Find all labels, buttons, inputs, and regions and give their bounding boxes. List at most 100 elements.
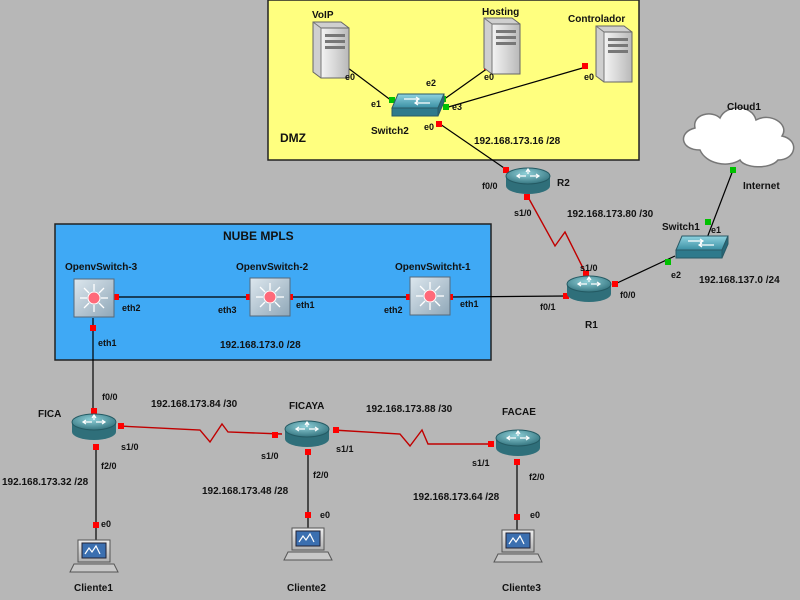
mpls-zone-label: NUBE MPLS — [223, 229, 294, 243]
node-label: FICA — [38, 409, 61, 420]
port-cliente1-e0 — [93, 522, 99, 528]
openvswitch-icon — [409, 276, 451, 316]
node-ovs1[interactable]: OpenvSwitcht-1 — [395, 262, 471, 316]
node-ovs3[interactable]: OpenvSwitch-3 — [65, 262, 138, 318]
port-label: s1/0 — [121, 442, 139, 452]
node-switch2[interactable]: Switch2 — [371, 93, 445, 137]
node-label: Switch1 — [662, 222, 700, 233]
node-label: FACAE — [502, 407, 536, 418]
port-label: e0 — [101, 519, 111, 529]
port-label: e2 — [426, 78, 436, 88]
node-r2[interactable]: R2 — [505, 167, 570, 194]
port-label: e0 — [530, 510, 540, 520]
node-label: VoIP — [312, 10, 334, 21]
port-label: f0/1 — [540, 302, 556, 312]
port-r2-f00 — [503, 167, 509, 173]
port-ficaya-s10 — [272, 432, 278, 438]
link-hosting-switch2 — [442, 67, 489, 101]
subnet-label: 192.168.173.80 /30 — [567, 209, 654, 220]
node-label: Controlador — [568, 14, 625, 25]
openvswitch-icon — [73, 278, 115, 318]
port-label: eth1 — [460, 299, 479, 309]
node-label: R2 — [557, 178, 570, 189]
port-label: eth1 — [98, 338, 117, 348]
port-facae-s11 — [488, 441, 494, 447]
subnet-label: 192.168.173.88 /30 — [366, 404, 453, 415]
switch-icon — [391, 93, 445, 117]
port-sw1-e1 — [705, 219, 711, 225]
port-ovs3-eth1 — [90, 325, 96, 331]
subnet-label: 192.168.173.32 /28 — [2, 477, 89, 488]
dmz-zone-label: DMZ — [280, 131, 306, 145]
port-label: f0/0 — [620, 290, 636, 300]
port-label: e0 — [584, 72, 594, 82]
node-facae[interactable]: FACAE — [495, 407, 541, 456]
port-ovs3-eth2 — [113, 294, 119, 300]
pc-icon — [283, 527, 333, 561]
port-label: s1/1 — [336, 444, 354, 454]
node-label: Cloud1 — [727, 102, 761, 113]
node-label: R1 — [585, 320, 598, 331]
port-controlador-e0 — [582, 63, 588, 69]
port-r1-f01 — [563, 293, 569, 299]
node-r1[interactable]: R1 — [566, 275, 612, 331]
port-r2-s10 — [524, 194, 530, 200]
subnet-label: 192.168.173.84 /30 — [151, 399, 238, 410]
node-switch1[interactable]: Switch1 — [662, 222, 729, 259]
port-sw2-e0 — [436, 121, 442, 127]
pc-icon — [493, 529, 543, 563]
node-controlador[interactable]: Controlador — [568, 14, 633, 83]
switch-icon — [675, 235, 729, 259]
router-icon — [495, 429, 541, 456]
node-cliente1[interactable]: Cliente1 — [69, 539, 119, 594]
port-ficaya-f20 — [305, 449, 311, 455]
node-cloud1[interactable]: Cloud1 — [682, 102, 795, 168]
subnet-labels: 192.168.173.16 /28 192.168.173.80 /30 19… — [2, 136, 780, 503]
link-cloud-switch1 — [706, 169, 734, 239]
node-cliente3[interactable]: Cliente3 — [493, 529, 543, 594]
port-label: eth3 — [218, 305, 237, 315]
node-label: Cliente1 — [74, 583, 113, 594]
port-fica-f20 — [93, 444, 99, 450]
router-icon — [284, 420, 330, 447]
port-label: e0 — [345, 72, 355, 82]
link-voip-switch2 — [347, 67, 393, 102]
port-label: f2/0 — [101, 461, 117, 471]
node-ovs2[interactable]: OpenvSwitch-2 — [236, 262, 309, 317]
port-label: e1 — [711, 225, 721, 235]
port-ficaya-s11 — [333, 427, 339, 433]
node-label: Cliente2 — [287, 583, 326, 594]
router-icon — [566, 275, 612, 302]
port-label: eth2 — [122, 303, 141, 313]
node-cliente2[interactable]: Cliente2 — [283, 527, 333, 594]
port-facae-f20 — [514, 459, 520, 465]
subnet-label: 192.168.173.16 /28 — [474, 136, 561, 147]
subnet-label: 192.168.173.64 /28 — [413, 492, 500, 503]
node-hosting[interactable]: Hosting — [482, 7, 521, 75]
port-label: e0 — [320, 510, 330, 520]
port-label: eth1 — [296, 300, 315, 310]
port-sw2-e1 — [389, 97, 395, 103]
node-label: Cliente3 — [502, 583, 541, 594]
port-label: s1/0 — [514, 208, 532, 218]
port-label: e1 — [371, 99, 381, 109]
port-cloud — [730, 167, 736, 173]
node-fica[interactable]: FICA — [38, 409, 117, 440]
router-icon — [71, 413, 117, 440]
port-label: e0 — [484, 72, 494, 82]
node-label: OpenvSwitch-2 — [236, 262, 309, 273]
server-icon — [595, 25, 633, 83]
link-switch2-r2 — [439, 123, 508, 171]
link-controlador-switch2 — [444, 66, 587, 109]
port-label: s1/0 — [580, 263, 598, 273]
internet-label: Internet — [743, 181, 780, 192]
port-labels: e0 e0 e0 e1 e2 e3 e0 f0/0 s1/0 s1/0 f0/0… — [98, 72, 721, 529]
port-cliente3-e0 — [514, 514, 520, 520]
node-ficaya[interactable]: FICAYA — [284, 401, 330, 447]
node-voip[interactable]: VoIP — [312, 10, 350, 79]
port-sw1-e2 — [665, 259, 671, 265]
port-label: e3 — [452, 102, 462, 112]
port-label: eth2 — [384, 305, 403, 315]
subnet-label: 192.168.137.0 /24 — [699, 275, 780, 286]
